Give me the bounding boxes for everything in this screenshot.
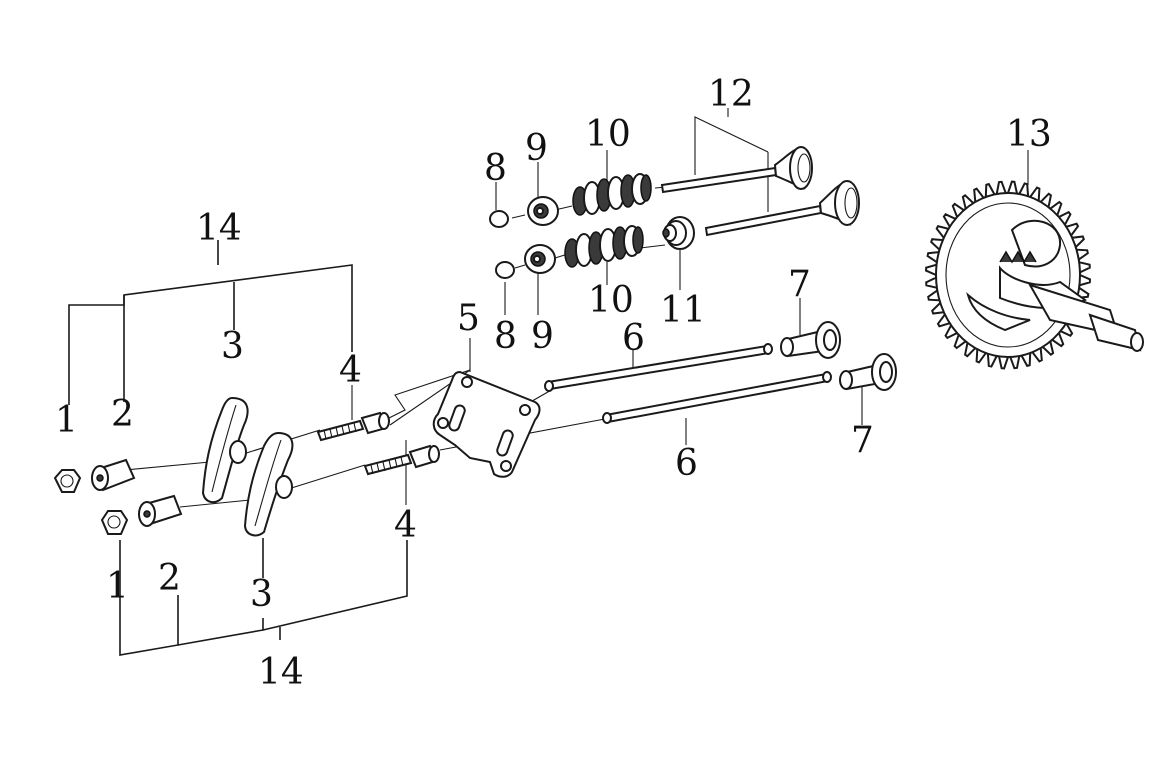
part-4-stud-upper [316,411,390,442]
label-9-lower: 9 [531,316,554,357]
label-8-lower: 8 [494,316,517,357]
part-7-tappet-lower [839,353,897,391]
label-8-upper: 8 [484,148,507,189]
callout-labels: 1 1 2 2 3 3 4 4 5 6 6 7 7 8 8 9 9 10 10 … [55,74,1052,693]
label-6-lower: 6 [675,443,698,484]
label-10-lower: 10 [588,280,634,321]
part-9-retainer-upper [527,196,559,226]
part-5-guide-plate [432,370,541,478]
part-1-nut-lower [100,510,129,535]
label-13: 13 [1006,114,1052,155]
part-10-spring-lower [564,225,644,268]
label-9-upper: 9 [525,128,548,169]
part-3-rocker-arm-lower [243,431,294,537]
label-7-lower: 7 [851,420,874,461]
part-1-nut-upper [53,469,82,493]
part-7-tappet-upper [780,321,841,359]
label-1-upper: 1 [55,400,78,441]
part-2-collar-upper [91,458,136,492]
label-4-upper: 4 [339,350,362,391]
label-10-upper: 10 [585,114,631,155]
part-9-retainer-lower [524,244,556,274]
label-14-lower: 14 [258,652,304,693]
label-5: 5 [457,298,480,339]
part-12-valve-lower [704,180,860,237]
part-6-push-rod-upper [544,343,773,392]
label-7-upper: 7 [788,264,811,305]
leader-lines [124,108,1029,508]
part-3-rocker-arm-upper [201,396,249,504]
part-8-keeper-lower [495,261,515,279]
label-3-upper: 3 [221,326,244,367]
part-2-collar-lower [138,494,183,527]
label-1-lower: 1 [106,566,129,607]
label-6-upper: 6 [622,318,645,359]
label-2-upper: 2 [111,394,134,435]
part-13-camshaft-gear [924,180,1144,370]
part-11-valve-seal [662,216,695,250]
bracket-lower-14 [119,538,408,656]
part-4-stud-lower [363,444,440,476]
label-12: 12 [708,74,754,115]
part-8-keeper-upper [489,210,509,228]
label-2-lower: 2 [158,558,181,599]
label-4-lower: 4 [394,505,417,546]
part-12-valve-upper [660,146,813,194]
bracket-upper-14 [68,240,353,405]
part-10-spring-upper [572,173,652,216]
label-3-lower: 3 [250,574,273,615]
label-14-upper: 14 [196,208,242,249]
label-11: 11 [660,290,706,331]
part-6-push-rod-lower [602,371,832,424]
